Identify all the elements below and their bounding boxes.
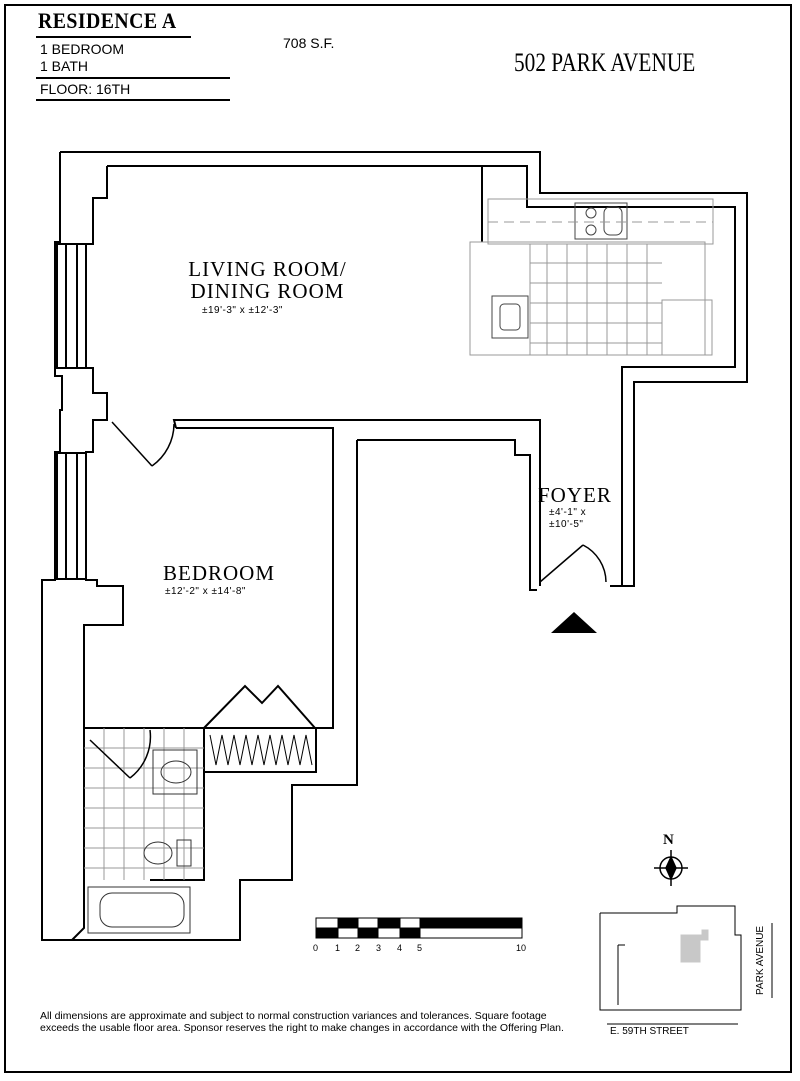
scale-tick: 3: [376, 943, 382, 953]
closet-hatch: [209, 734, 313, 766]
foyer-label: FOYER: [538, 483, 612, 507]
wall-corridor: [72, 440, 358, 941]
key-plan-street-south: E. 59TH STREET: [610, 1026, 689, 1037]
doors: [89, 421, 607, 779]
scale-tick: 5: [417, 943, 423, 953]
bedroom-count: 1 BEDROOM: [40, 41, 125, 57]
residence-title: RESIDENCE A: [38, 8, 177, 33]
closet-front: [203, 684, 316, 729]
bath-count: 1 BATH: [40, 58, 88, 74]
scale-tick: 10: [516, 943, 527, 953]
scale-tick: 1: [335, 943, 341, 953]
wall-bedroom-right: [176, 427, 334, 729]
exterior-wall-inner: [107, 165, 736, 586]
entry-arrow: [551, 612, 597, 633]
left-facade-inner: [71, 166, 124, 941]
scale-bar: [315, 917, 523, 939]
residence-title-underline: [36, 36, 191, 38]
scale-tick: 4: [397, 943, 403, 953]
closet-body: [203, 727, 317, 773]
floor-level: FLOOR: 16TH: [40, 81, 131, 97]
foyer-dimensions-2: ±10'-5": [549, 519, 584, 530]
compass-north-label: N: [663, 832, 674, 848]
header-divider-1: [36, 77, 230, 79]
bedroom-label: BEDROOM: [163, 561, 276, 585]
page-frame: [4, 4, 792, 1073]
bedroom-dimensions: ±12'-2" x ±14'-8": [165, 586, 246, 597]
building-address: 502 PARK AVENUE: [514, 48, 696, 77]
disclaimer-text: All dimensions are approximate and subje…: [40, 1010, 564, 1034]
wall-bedroom-top: [172, 419, 541, 586]
scale-tick: 0: [313, 943, 319, 953]
living-room-label: LIVING ROOM/ DINING ROOM: [188, 257, 347, 303]
header-divider-2: [36, 99, 230, 101]
living-room-dimensions: ±19'-3" x ±12'-3": [202, 305, 283, 316]
compass-symbol: [654, 850, 688, 886]
scale-tick: 2: [355, 943, 361, 953]
bathroom-fixtures: [84, 728, 204, 934]
window-bedroom: [56, 452, 87, 580]
key-plan-street-east: PARK AVENUE: [755, 925, 766, 995]
wall-foyer-left: [357, 439, 537, 591]
square-footage: 708 S.F.: [283, 35, 335, 51]
exterior-wall-outer: [60, 151, 748, 587]
kitchen: [469, 198, 714, 356]
window-living: [56, 243, 87, 369]
key-plan: [599, 905, 773, 1025]
left-facade: [41, 152, 72, 941]
foyer-dimensions-1: ±4'-1" x: [549, 507, 587, 518]
